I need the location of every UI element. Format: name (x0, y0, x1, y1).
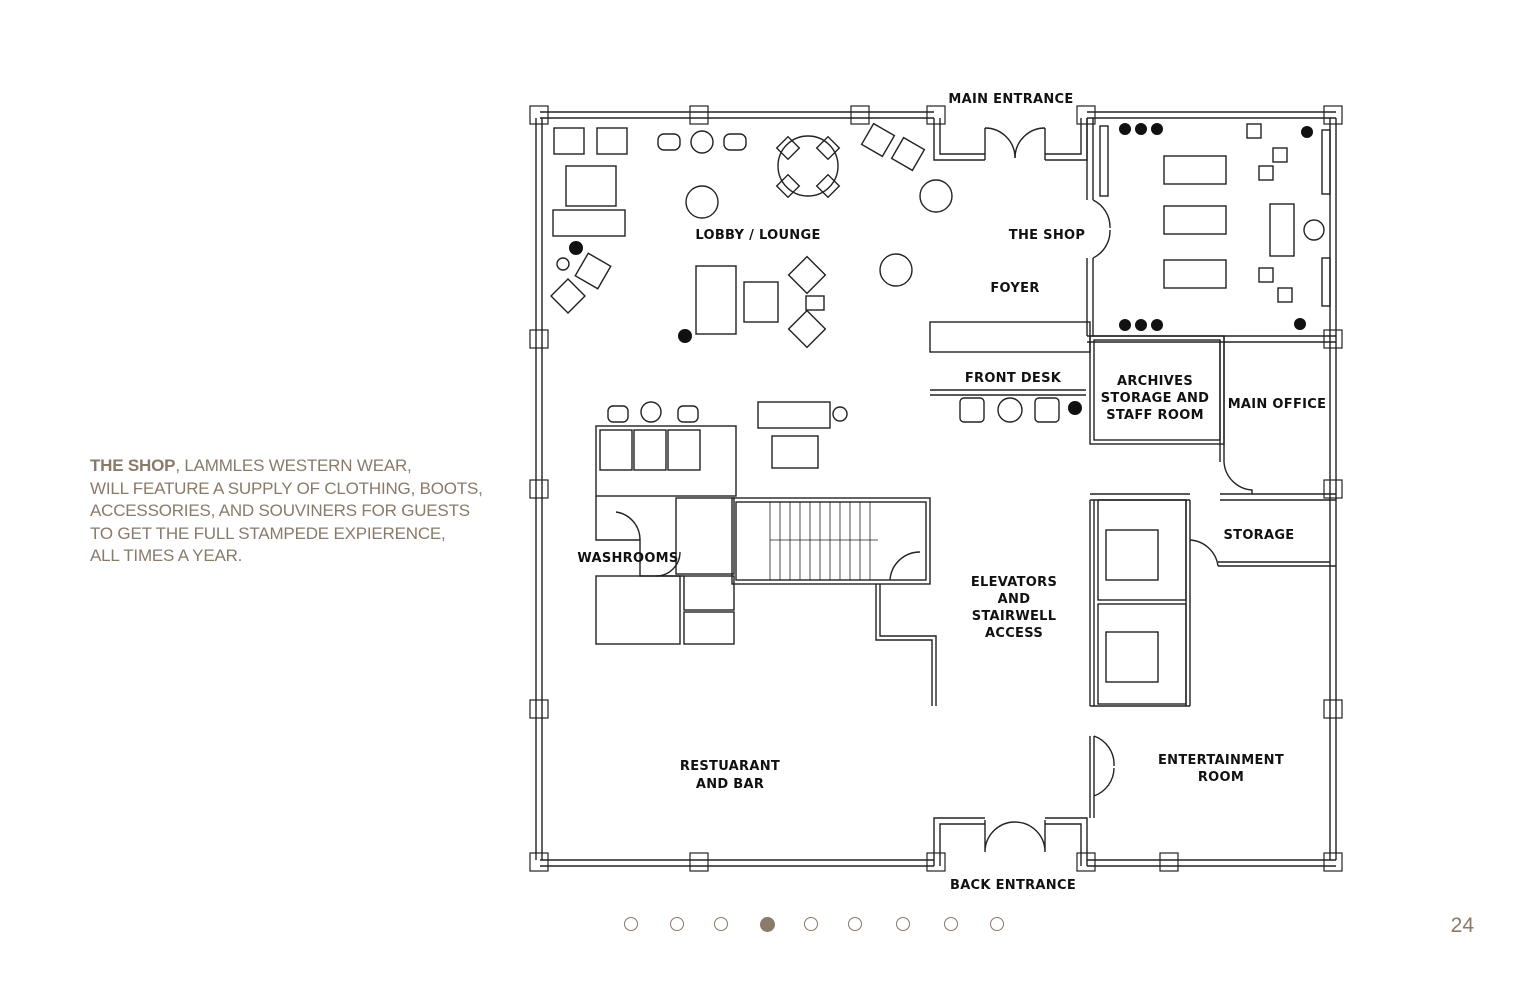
label-front-desk: FRONT DESK (965, 371, 1062, 386)
label-main-entrance: MAIN ENTRANCE (948, 92, 1073, 107)
label-entertainment-2: ROOM (1198, 770, 1244, 785)
pagination-dot-4[interactable] (760, 916, 775, 932)
label-washrooms: WASHROOMS (577, 551, 678, 566)
shop-description: THE SHOP, LAMMLES WESTERN WEAR, WILL FEA… (90, 455, 483, 568)
room-labels: MAIN ENTRANCE LOBBY / LOUNGE THE SHOP FO… (577, 92, 1326, 893)
description-line-2: WILL FEATURE A SUPPLY OF CLOTHING, BOOTS… (90, 478, 483, 498)
page-number: 24 (1450, 914, 1474, 937)
description-highlight: THE SHOP (90, 456, 176, 475)
description-line-1: , LAMMLES WESTERN WEAR, (175, 456, 412, 475)
pagination-dot-1[interactable] (624, 917, 638, 931)
label-elevators-4: ACCESS (985, 626, 1043, 641)
label-entertainment-1: ENTERTAINMENT (1158, 753, 1284, 768)
label-storage: STORAGE (1223, 528, 1294, 543)
pagination-dot-2[interactable] (670, 917, 684, 931)
label-archives-2: STORAGE AND (1101, 391, 1209, 406)
pagination-dots (624, 916, 1024, 933)
label-foyer: FOYER (990, 281, 1039, 296)
label-lobby: LOBBY / LOUNGE (695, 228, 820, 243)
pagination-dot-3[interactable] (714, 917, 728, 931)
plant-icons (569, 123, 1313, 415)
label-elevators-1: ELEVATORS (971, 575, 1057, 590)
label-main-office: MAIN OFFICE (1228, 397, 1327, 412)
label-restaurant-2: AND BAR (696, 777, 764, 792)
pagination-dot-6[interactable] (848, 917, 862, 931)
label-restaurant-1: RESTUARANT (680, 759, 780, 774)
label-elevators-3: STAIRWELL (972, 609, 1057, 624)
label-shop: THE SHOP (1009, 228, 1085, 243)
description-line-3: ACCESSORIES, AND SOUVINERS FOR GUESTS (90, 501, 470, 520)
label-archives-1: ARCHIVES (1117, 374, 1193, 389)
label-archives-3: STAFF ROOM (1106, 408, 1204, 423)
pagination-dot-8[interactable] (944, 917, 958, 931)
pagination-dot-7[interactable] (896, 917, 910, 931)
pagination-dot-9[interactable] (990, 917, 1004, 931)
plan-geometry (529, 105, 1343, 872)
label-back-entrance: BACK ENTRANCE (950, 878, 1076, 893)
pagination-dot-5[interactable] (804, 917, 818, 931)
description-line-4: TO GET THE FULL STAMPEDE EXPIERENCE, (90, 523, 446, 543)
label-elevators-2: AND (998, 592, 1031, 607)
description-line-5: ALL TIMES A YEAR. (90, 546, 243, 565)
